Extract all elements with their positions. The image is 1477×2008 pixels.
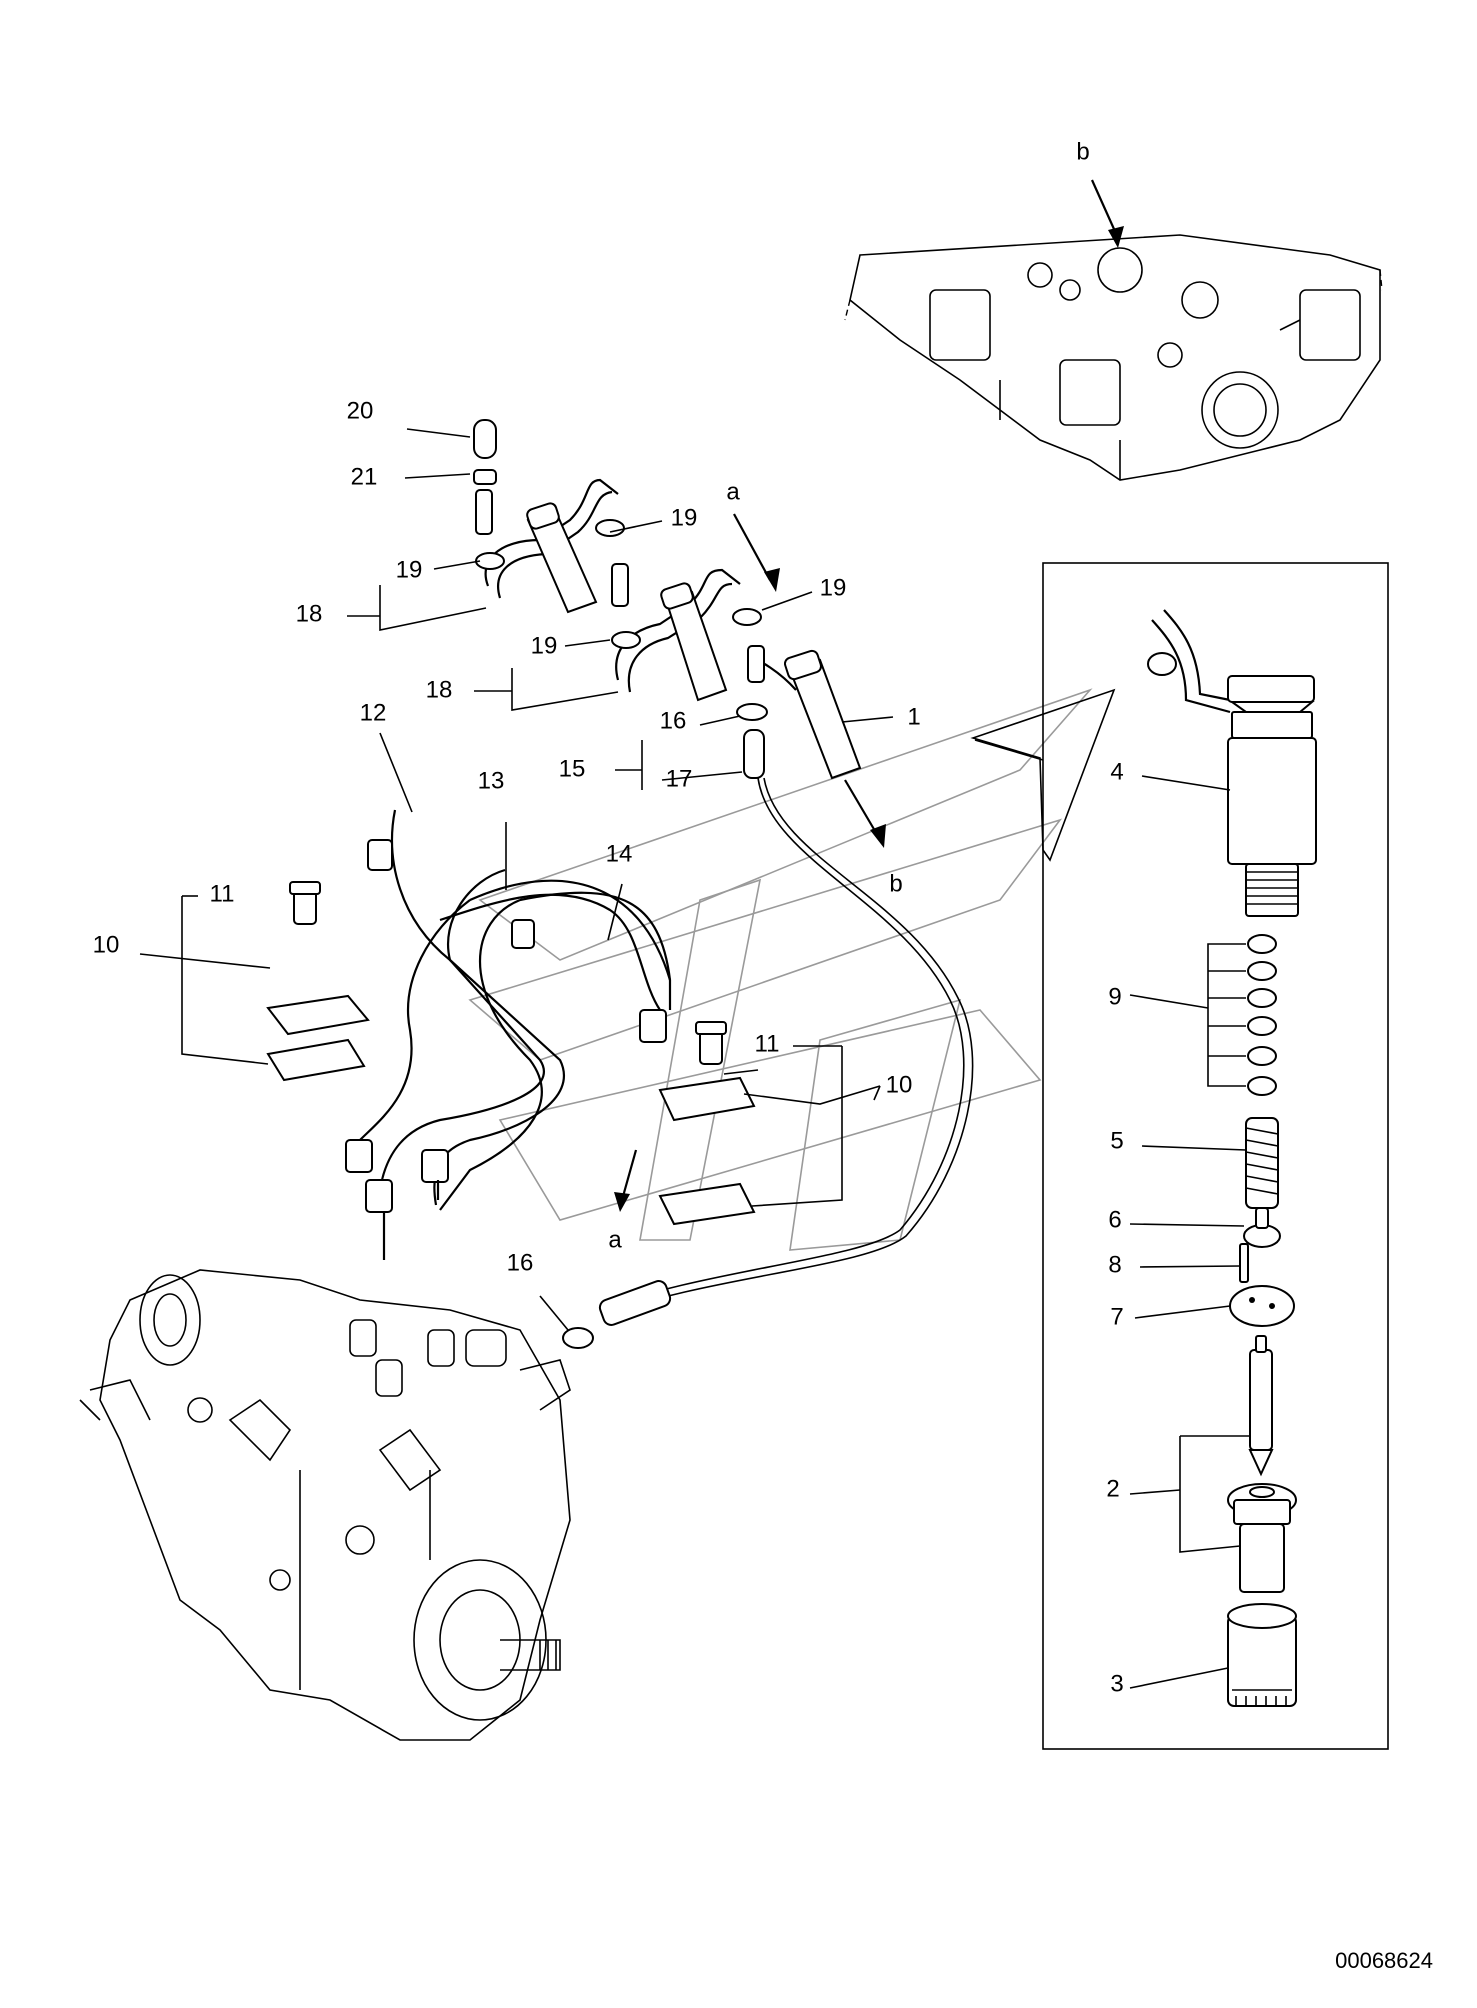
retaining-nut-3 — [1227, 1603, 1297, 1707]
callout-4: 4 — [1110, 758, 1123, 785]
callout-9: 9 — [1108, 983, 1121, 1010]
callout-18-upper: 18 — [296, 600, 323, 627]
cylinder-head-drawing — [844, 234, 1383, 481]
callout-21: 21 — [351, 463, 378, 490]
callout-16-top: 16 — [660, 707, 687, 734]
high-pressure-pipes — [345, 809, 672, 1260]
cap-20 — [473, 419, 497, 459]
marker-b-bottom-label: b — [889, 870, 902, 897]
callout-12: 12 — [360, 699, 387, 726]
return-hose — [562, 777, 974, 1349]
callout-6: 6 — [1108, 1206, 1121, 1233]
callout-20: 20 — [347, 397, 374, 424]
callout-19-b: 19 — [396, 556, 423, 583]
callout-2: 2 — [1106, 1475, 1119, 1502]
callout-5: 5 — [1110, 1127, 1123, 1154]
injector-pipe-group-lower — [611, 563, 862, 780]
nozzle-holder-4 — [1147, 609, 1317, 917]
marker-a-bottom-label: a — [608, 1226, 622, 1253]
leader-lines — [139, 428, 1250, 1689]
pin-8 — [1239, 1243, 1249, 1283]
view-marker-a-top: a — [726, 478, 780, 592]
distance-piece-7 — [1229, 1285, 1295, 1327]
callout-14: 14 — [606, 840, 633, 867]
callout-11-left: 11 — [210, 880, 235, 907]
marker-a-top-label: a — [726, 478, 740, 505]
view-marker-b-bottom: b — [844, 779, 903, 897]
callout-18-lower: 18 — [426, 676, 453, 703]
injector-pipe-group-upper — [473, 419, 625, 614]
view-marker-b-top: b — [1076, 138, 1124, 248]
callout-7: 7 — [1110, 1303, 1123, 1330]
hose-end — [598, 1280, 672, 1326]
nozzle-2 — [1227, 1335, 1297, 1593]
callout-16-bottom: 16 — [507, 1249, 534, 1276]
pipe-clamp-left — [266, 881, 370, 1082]
view-marker-a-bottom: a — [608, 1149, 638, 1253]
shims-9 — [1207, 934, 1277, 1096]
callout-10-right: 10 — [886, 1071, 913, 1098]
callout-19-d: 19 — [531, 632, 558, 659]
callout-10-left: 10 — [93, 931, 120, 958]
pipe-clamp-right — [658, 1021, 756, 1226]
injection-pump-drawing — [79, 1269, 571, 1741]
callout-15: 15 — [559, 755, 586, 782]
callout-8: 8 — [1108, 1251, 1121, 1278]
callout-3: 3 — [1110, 1670, 1123, 1697]
callout-13: 13 — [478, 767, 505, 794]
spring-seat-6 — [1243, 1207, 1281, 1248]
clamp-21 — [473, 469, 497, 485]
callout-19-c: 19 — [820, 574, 847, 601]
callout-1: 1 — [907, 703, 920, 730]
hose-17 — [743, 729, 765, 779]
spring-5 — [1245, 1117, 1279, 1209]
callout-11-right: 11 — [755, 1030, 780, 1057]
document-number: 00068624 — [1335, 1948, 1433, 1973]
marker-b-top-label: b — [1076, 138, 1089, 165]
callout-17: 17 — [666, 765, 693, 792]
callout-19-a: 19 — [671, 504, 698, 531]
callout-numbers: 20 21 19 19 19 19 18 18 1 16 17 15 12 13… — [93, 397, 1124, 1697]
injector-detail-box — [970, 562, 1389, 1750]
